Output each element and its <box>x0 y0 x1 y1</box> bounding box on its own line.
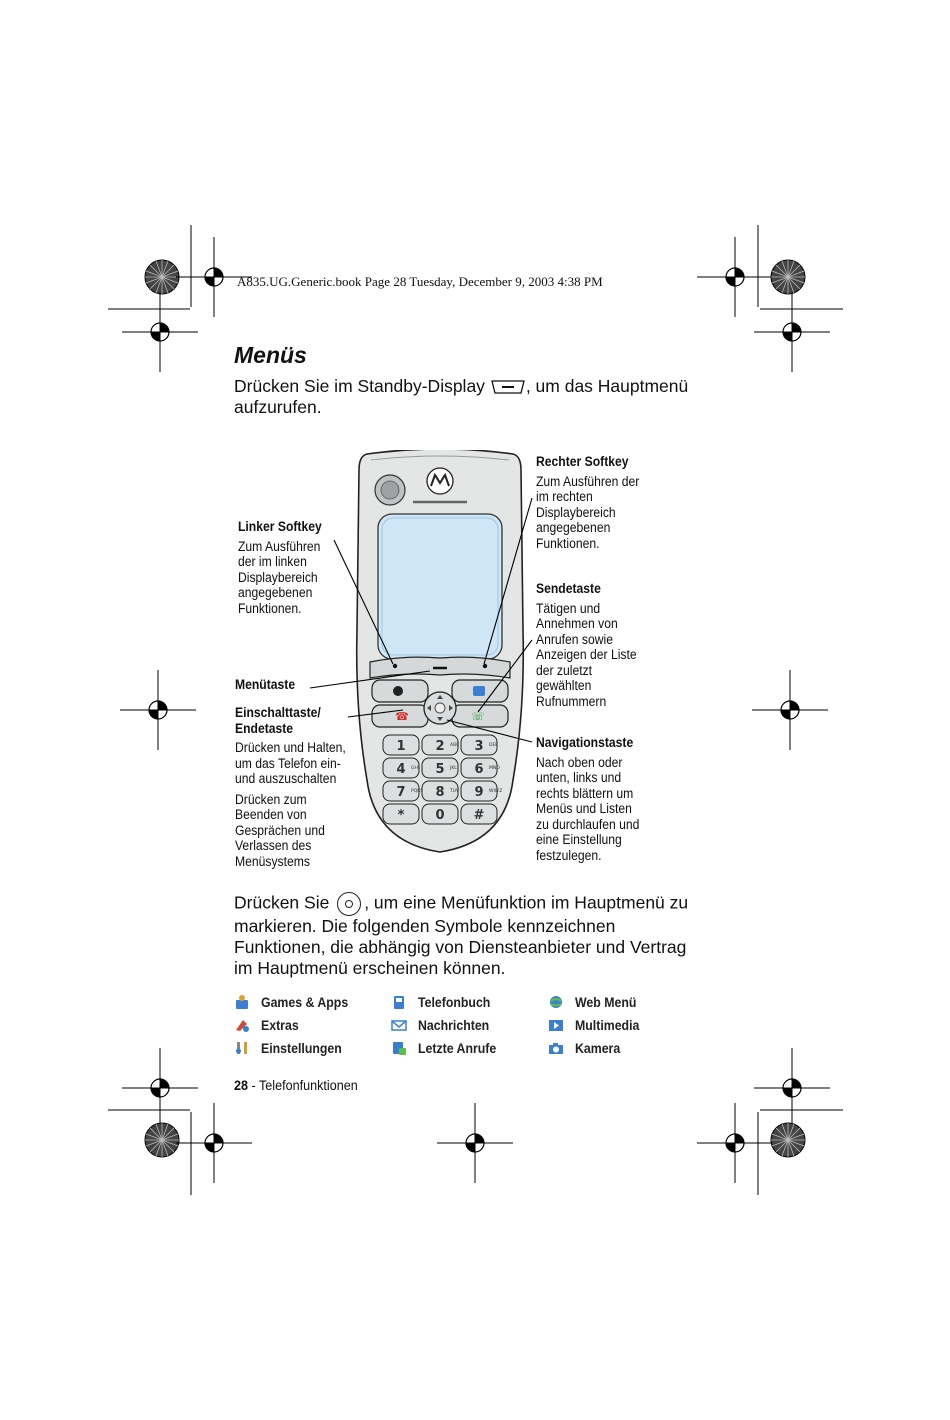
browser-key-icon <box>393 686 403 696</box>
keypad-key <box>421 803 459 825</box>
callout-body: Zum Ausführen der im rechten Displaybere… <box>536 473 640 551</box>
keypad-key-label: * <box>398 808 405 823</box>
callout-body: Drücken und Halten, um das Telefon ein- … <box>235 740 346 786</box>
keypad-key <box>382 780 420 802</box>
callout-body: Zum Ausführen der im linken Displayberei… <box>238 538 321 616</box>
callout-title: Rechter Softkey <box>536 454 629 469</box>
keypad-key-label: 6 <box>474 762 483 777</box>
keypad-key-sublabel: TUV <box>449 788 460 794</box>
keypad-key-label: 8 <box>435 785 444 800</box>
callout-right-softkey: Rechter Softkey Zum Ausführen der im rec… <box>536 454 642 551</box>
keypad-key <box>460 780 498 802</box>
keypad-key-label: 1 <box>396 739 405 754</box>
keypad-key <box>460 757 498 779</box>
keypad-key <box>382 734 420 756</box>
keypad-key-sublabel: JKL <box>449 765 457 771</box>
camera-icon <box>549 1042 563 1054</box>
section-name: - Telefonfunktionen <box>248 1077 358 1093</box>
keypad-key-label: 5 <box>435 762 444 777</box>
function-item: Web Menü <box>548 992 678 1011</box>
callout-navigation-key: Navigationstaste Nach oben oder unten, l… <box>536 735 642 863</box>
extras-icon <box>236 1019 249 1032</box>
svg-text:☏: ☏ <box>471 710 485 723</box>
function-item: Nachrichten <box>391 1015 548 1034</box>
phonebook-icon <box>394 995 404 1009</box>
keypad-key-label: 3 <box>474 739 483 754</box>
games-apps-icon <box>236 994 248 1009</box>
intro-paragraph: Drücken Sie im Standby-Display , um das … <box>234 376 694 418</box>
keypad-key-label: 4 <box>396 762 405 777</box>
send-contact-icon <box>473 686 485 696</box>
keypad-key-label: # <box>474 808 485 823</box>
keypad-key-sublabel: WXYZ <box>489 788 502 794</box>
keypad-key <box>421 757 459 779</box>
function-item: Kamera <box>548 1038 678 1057</box>
function-item: Games & Apps <box>234 992 391 1011</box>
keypad-key-label: 7 <box>396 785 405 800</box>
callout-send-key: Sendetaste Tätigen und Annehmen von Anru… <box>536 581 642 709</box>
recent-calls-icon <box>393 1041 406 1055</box>
page-number: 28 <box>234 1077 249 1093</box>
callout-body: Tätigen und Annehmen von Anrufen sowie A… <box>536 600 637 709</box>
keypad-key <box>421 734 459 756</box>
function-item: Multimedia <box>548 1015 678 1034</box>
page-footer: 28 - Telefonfunktionen <box>234 1077 358 1093</box>
function-item: Einstellungen <box>234 1038 391 1057</box>
callout-title: Linker Softkey <box>238 519 322 534</box>
keypad-key <box>460 803 498 825</box>
callout-title: Sendetaste <box>536 581 601 596</box>
keypad-key <box>460 734 498 756</box>
callout-title: Menütaste <box>235 677 296 692</box>
menu-key-icon <box>490 378 526 396</box>
keypad-key <box>382 803 420 825</box>
keypad-key-label: 9 <box>474 785 483 800</box>
multimedia-icon <box>549 1019 563 1031</box>
callout-body: Nach oben oder unten, links und rechts b… <box>536 754 640 863</box>
keypad-key-sublabel: DEF <box>489 742 498 748</box>
callout-menu-key: Menütaste <box>235 677 334 697</box>
keypad-key-sublabel: MNO <box>489 765 500 771</box>
keypad: 1 2 ABC 3 DEF 4 GHI 5 JKL 6 MNO 7 PQRS 8 TUV 9 WXYZ * 0 # <box>382 734 502 825</box>
web-menu-icon <box>550 995 562 1008</box>
keypad-key-label: 0 <box>435 808 444 823</box>
callout-title: Einschalttaste/ Endetaste <box>235 705 321 736</box>
instruction-text-after: , um eine Menüfunktion im Hauptmenü zu m… <box>234 892 689 978</box>
keypad-key-label: 2 <box>435 739 444 754</box>
function-symbol-list: Games & Apps Telefonbuch Web Menü Extras… <box>234 992 664 1057</box>
settings-icon <box>236 1041 247 1054</box>
function-item: Extras <box>234 1015 391 1034</box>
motorola-logo <box>426 467 454 495</box>
navigation-key-icon <box>337 892 362 916</box>
messages-icon <box>391 1019 407 1031</box>
instruction-paragraph: Drücken Sie , um eine Menüfunktion im Ha… <box>234 892 704 979</box>
callout-title: Navigationstaste <box>536 735 634 750</box>
function-item: Telefonbuch <box>391 992 548 1011</box>
phone-illustration: ☎ ☏ 1 2 ABC 3 DEF 4 GHI 5 JKL 6 MNO 7 PQRS 8 TUV 9 WXYZ *… <box>355 450 525 853</box>
svg-text:☎: ☎ <box>395 710 409 723</box>
intro-text-after: , um das Hauptmenü aufzurufen. <box>234 376 689 417</box>
callout-left-softkey: Linker Softkey Zum Ausführen der im link… <box>238 519 337 616</box>
keypad-key-sublabel: GHI <box>411 765 419 771</box>
keypad-key-sublabel: PQRS <box>411 788 423 794</box>
intro-text-before: Drücken Sie im Standby-Display <box>234 376 485 396</box>
instruction-text-before: Drücken Sie <box>234 892 330 913</box>
callout-power-key: Einschalttaste/ Endetaste Drücken und Ha… <box>235 705 350 869</box>
function-item: Letzte Anrufe <box>391 1038 548 1057</box>
callout-body: Drücken zum Beenden von Gesprächen und V… <box>235 791 325 869</box>
keypad-key <box>382 757 420 779</box>
keypad-key <box>421 780 459 802</box>
keypad-key-sublabel: ABC <box>450 742 459 748</box>
page-title: Menüs <box>234 342 307 368</box>
book-header: A835.UG.Generic.book Page 28 Tuesday, De… <box>237 274 603 289</box>
